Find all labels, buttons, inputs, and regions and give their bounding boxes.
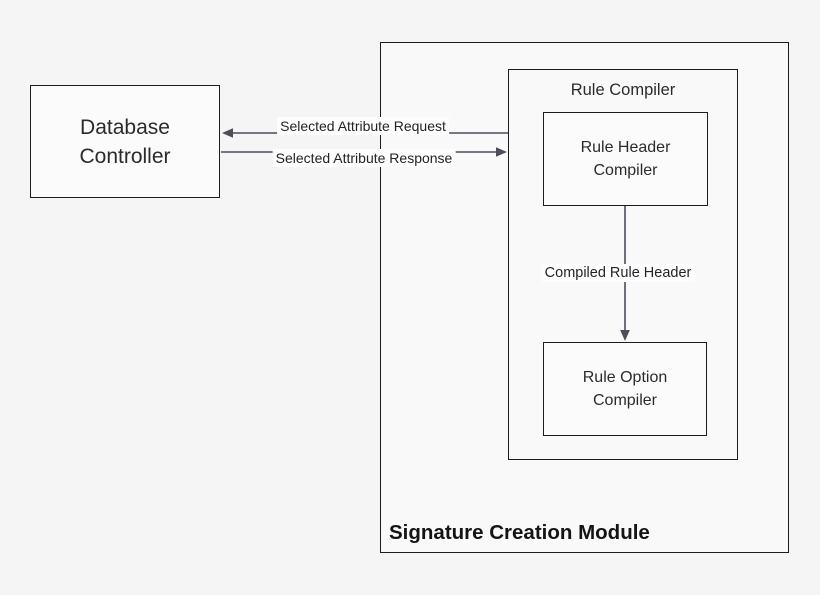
edge-label-selected-attribute-request: Selected Attribute Request	[277, 117, 449, 135]
arrowhead-left-icon	[222, 128, 233, 138]
rule-header-compiler-node: Rule Header Compiler	[543, 112, 708, 206]
database-controller-node: Database Controller	[30, 85, 220, 198]
rule-option-compiler-label: Rule Option Compiler	[582, 369, 668, 409]
signature-creation-module-label: Signature Creation Module	[389, 521, 650, 544]
edge-label-selected-attribute-response: Selected Attribute Response	[272, 149, 456, 167]
rule-compiler-title: Rule Compiler	[570, 81, 676, 99]
rule-header-compiler-label: Rule Header Compiler	[580, 139, 671, 179]
edge-label-compiled-rule-header: Compiled Rule Header	[541, 264, 695, 282]
rule-option-compiler-node: Rule Option Compiler	[543, 342, 707, 436]
database-controller-label: Database Controller	[79, 115, 171, 168]
